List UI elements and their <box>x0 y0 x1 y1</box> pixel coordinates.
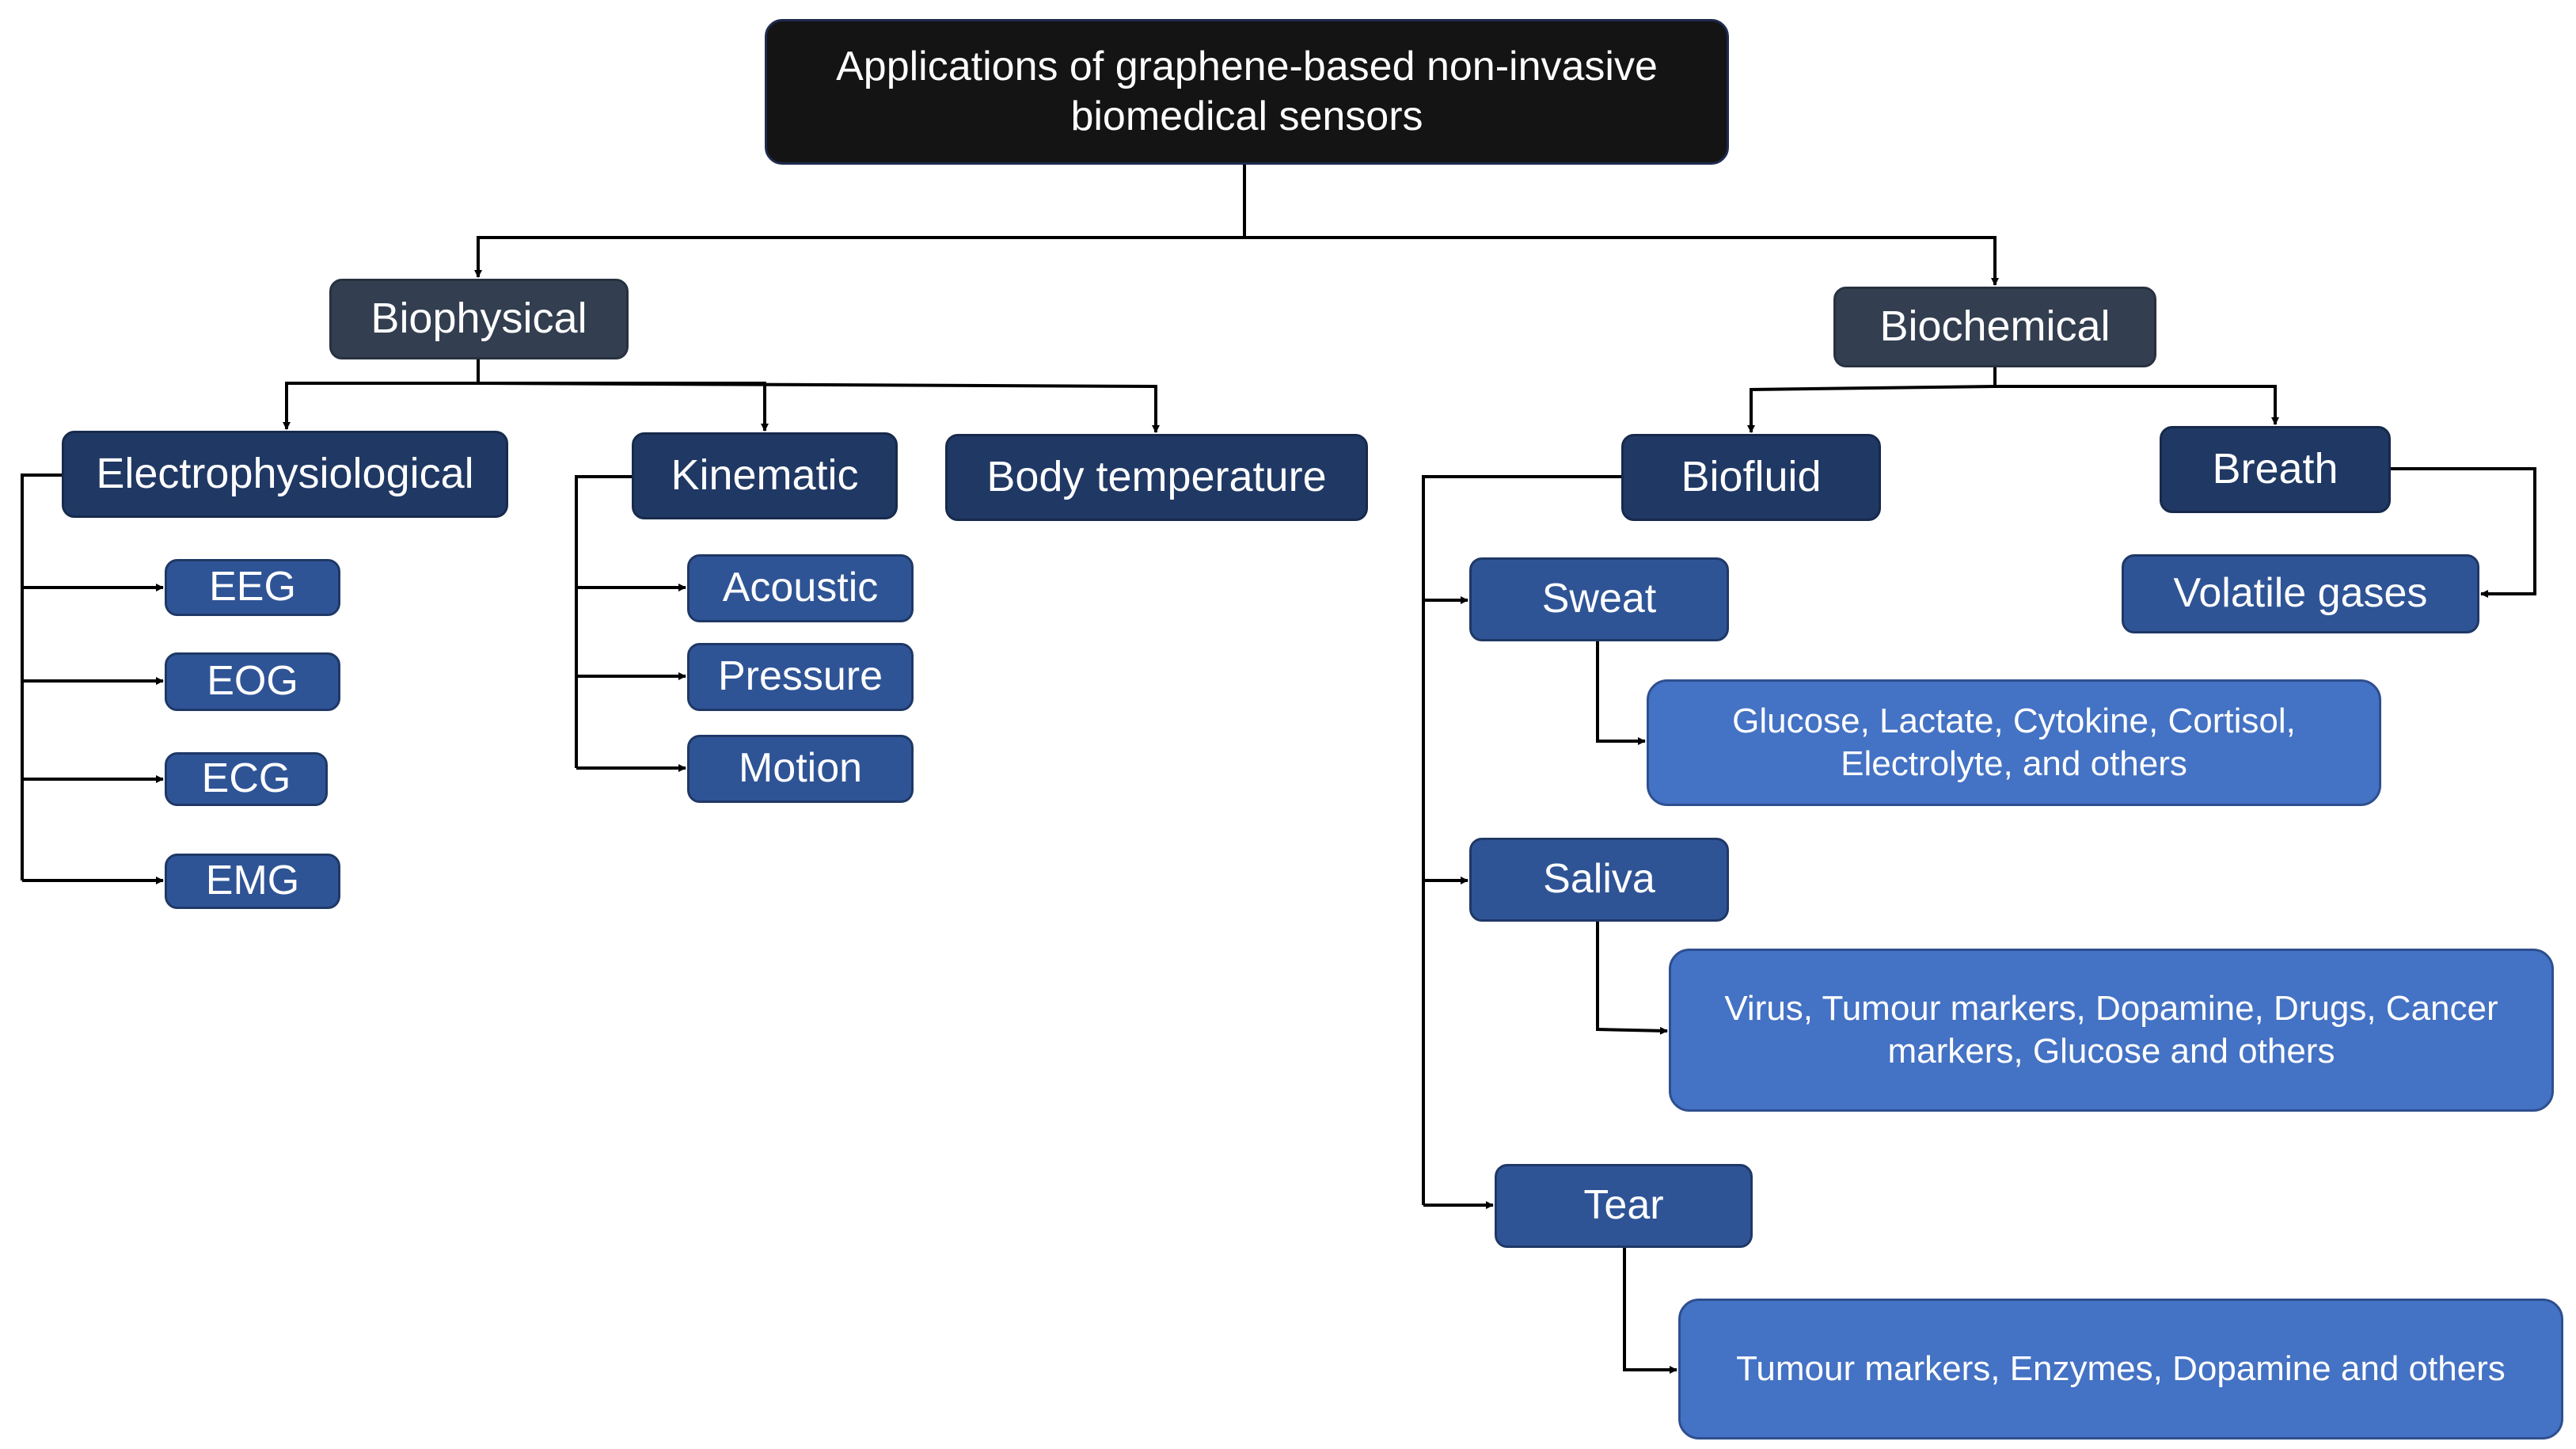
biofluid-node: Biofluid <box>1621 434 1881 521</box>
kinematic-spine-connector <box>575 475 632 768</box>
motion-node: Motion <box>687 735 914 803</box>
tear-analytes-connector <box>1623 1248 1677 1374</box>
sweat-analytes-node: Glucose, Lactate, Cytokine, Cortisol, El… <box>1647 679 2381 806</box>
eeg-node: EEG <box>165 559 340 616</box>
biophysical-to-kinematic-connector <box>478 382 769 432</box>
volatile-gases-node: Volatile gases <box>2122 554 2479 633</box>
biophysical-node: Biophysical <box>329 279 629 359</box>
biochemical-to-breath-connector <box>1995 385 2279 425</box>
biochemical-to-biofluid-connector <box>1747 385 1996 433</box>
breath-node: Breath <box>2160 426 2391 513</box>
acoustic-node: Acoustic <box>687 554 914 622</box>
biochemical-node: Biochemical <box>1833 287 2156 367</box>
breath-to-volatile-gases-connector <box>2391 467 2536 598</box>
pressure-node: Pressure <box>687 643 914 711</box>
tear-analytes-node: Tumour markers, Enzymes, Dopamine and ot… <box>1678 1299 2563 1439</box>
biophysical-to-body-temperature-connector <box>477 382 1160 433</box>
root-title: Applications of graphene-based non-invas… <box>765 19 1729 165</box>
emg-node: EMG <box>165 854 340 909</box>
biophysical-to-electrophysiological-connector <box>283 382 478 430</box>
saliva-analytes-node: Virus, Tumour markers, Dopamine, Drugs, … <box>1669 949 2554 1112</box>
tear-node: Tear <box>1495 1164 1753 1248</box>
root-to-biochemical-connector <box>1244 236 1999 286</box>
ecg-node: ECG <box>165 752 328 806</box>
sweat-node: Sweat <box>1469 557 1729 641</box>
electrophysiological-node: Electrophysiological <box>62 431 508 518</box>
electrophysiological-spine-connector <box>21 473 62 880</box>
body-temperature-node: Body temperature <box>945 434 1368 521</box>
root-to-biophysical-connector <box>474 236 1244 278</box>
sweat-analytes-connector <box>1596 641 1646 745</box>
kinematic-node: Kinematic <box>632 432 898 519</box>
saliva-node: Saliva <box>1469 838 1729 922</box>
biofluid-spine-connector <box>1422 475 1621 1205</box>
eog-node: EOG <box>165 652 340 711</box>
saliva-analytes-connector <box>1596 922 1668 1035</box>
